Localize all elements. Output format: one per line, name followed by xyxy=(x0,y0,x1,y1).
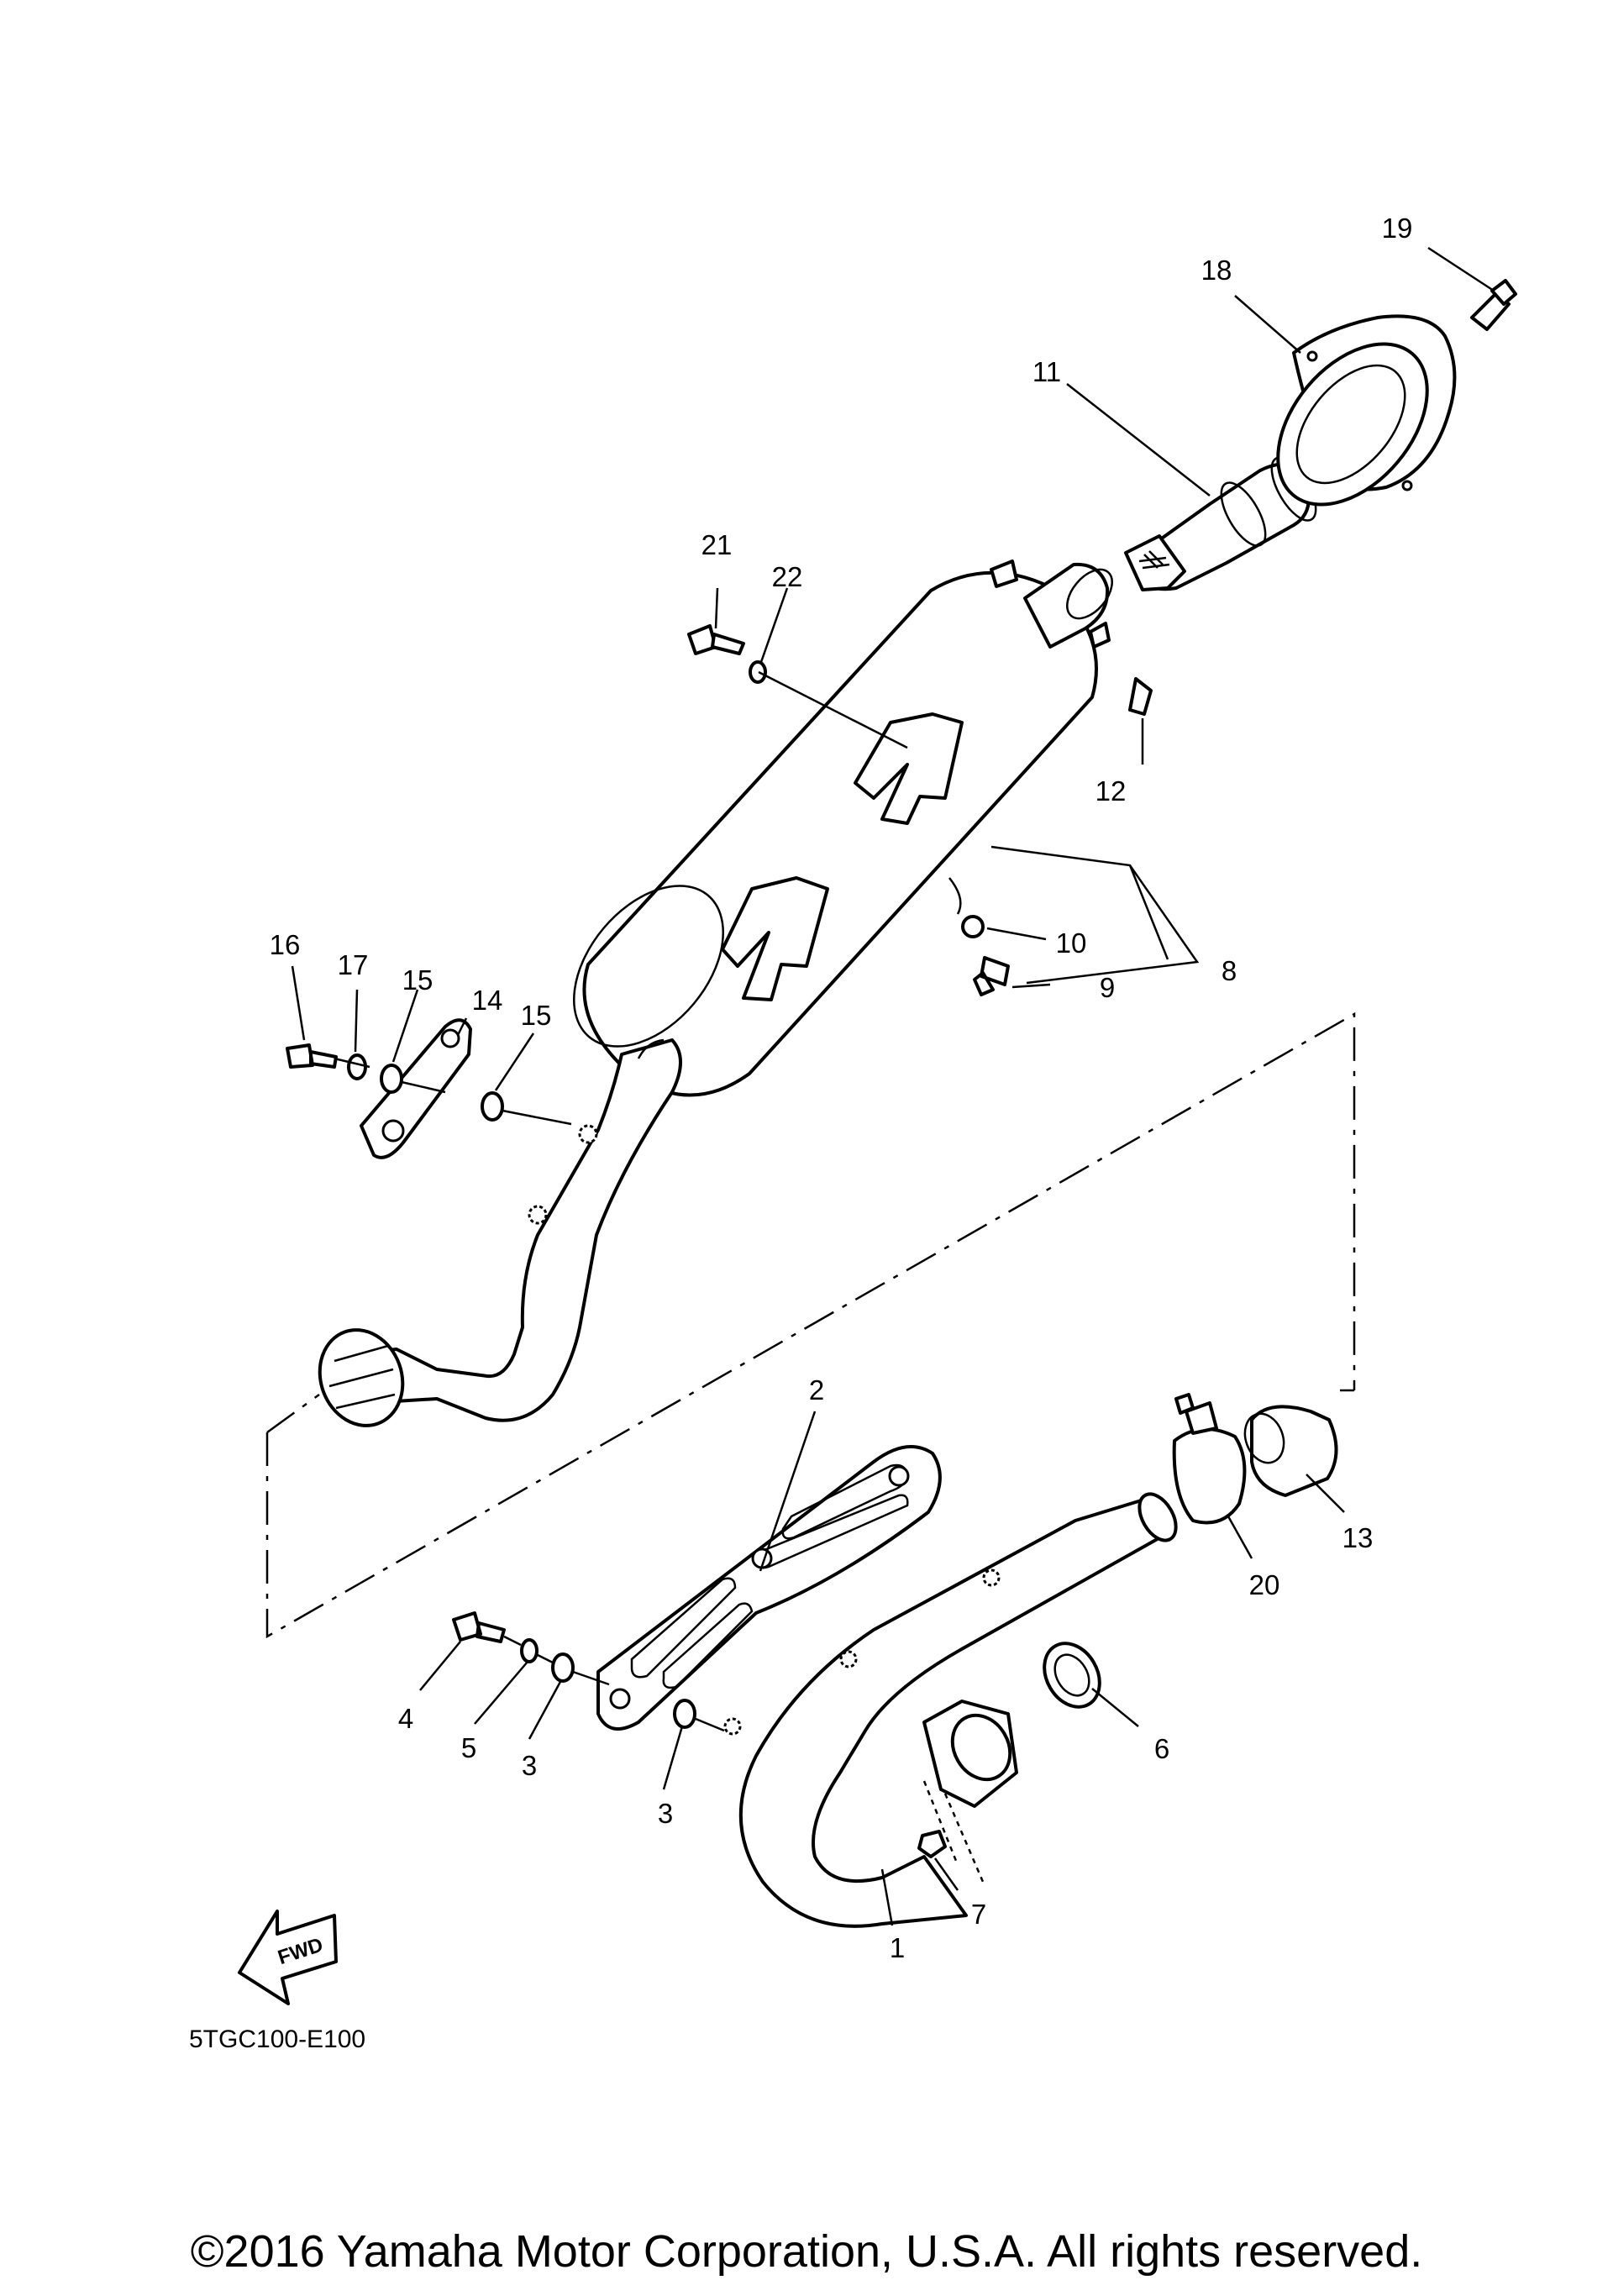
callout-2: 2 xyxy=(809,1374,824,1405)
assembly-outline xyxy=(265,1011,1356,1639)
clamp-20 xyxy=(1172,1393,1247,1525)
callout-8: 8 xyxy=(1222,955,1237,986)
callout-4: 4 xyxy=(398,1703,413,1734)
gasket-13 xyxy=(1243,1405,1338,1497)
nut-7 xyxy=(917,1830,947,1858)
callout-7: 7 xyxy=(971,1899,986,1930)
bolt-12 xyxy=(1128,677,1153,716)
callout-5: 5 xyxy=(461,1732,476,1763)
callout-21: 21 xyxy=(701,529,733,560)
copyright-notice: ©2016 Yamaha Motor Corporation, U.S.A. A… xyxy=(191,2226,1423,2277)
spark-arrester xyxy=(1124,456,1317,591)
bracket-14 xyxy=(360,1018,472,1159)
washer-17 xyxy=(347,1053,367,1080)
callout-16: 16 xyxy=(270,929,301,960)
callout-1: 1 xyxy=(890,1932,905,1963)
callout-12: 12 xyxy=(1095,775,1127,806)
collar-3a xyxy=(551,1652,575,1683)
diagram-code: 5TGC100-E100 xyxy=(189,2025,365,2053)
callout-11: 11 xyxy=(1032,356,1061,387)
bolt-21 xyxy=(687,624,745,655)
callout-17: 17 xyxy=(338,949,369,980)
gasket-6 xyxy=(1043,1642,1101,1709)
washer-5 xyxy=(520,1638,539,1663)
exhaust-pipe xyxy=(723,1492,1178,1928)
collar-3b xyxy=(673,1699,696,1729)
callout-18: 18 xyxy=(1201,255,1232,286)
callout-22: 22 xyxy=(772,561,803,592)
callout-9: 9 xyxy=(1100,972,1115,1003)
callout-13: 13 xyxy=(1342,1522,1374,1553)
callout-14: 14 xyxy=(472,985,503,1016)
bolt-19 xyxy=(1470,279,1517,331)
collar-15a xyxy=(380,1064,403,1094)
washer-22 xyxy=(749,660,767,684)
bolt-9 xyxy=(973,956,1010,996)
callouts: 19 18 11 21 22 12 10 8 9 16 17 15 14 15 … xyxy=(270,213,1413,1963)
end-cap xyxy=(1276,314,1457,507)
bolt-4 xyxy=(452,1611,506,1643)
fwd-arrow-icon: FWD xyxy=(238,1910,338,2005)
collar-15b xyxy=(481,1091,504,1122)
leader-lines xyxy=(291,246,1495,1926)
muffler xyxy=(318,560,1113,1427)
callout-3a: 3 xyxy=(522,1750,537,1781)
callout-19: 19 xyxy=(1382,213,1413,244)
callout-3b: 3 xyxy=(658,1798,673,1829)
callout-15b: 15 xyxy=(521,1000,552,1031)
callout-15a: 15 xyxy=(402,964,433,996)
callout-10: 10 xyxy=(1056,927,1087,959)
callout-6: 6 xyxy=(1154,1733,1169,1764)
bolt-16 xyxy=(286,1043,338,1069)
callout-20: 20 xyxy=(1249,1569,1280,1600)
grommet-10 xyxy=(961,915,985,938)
